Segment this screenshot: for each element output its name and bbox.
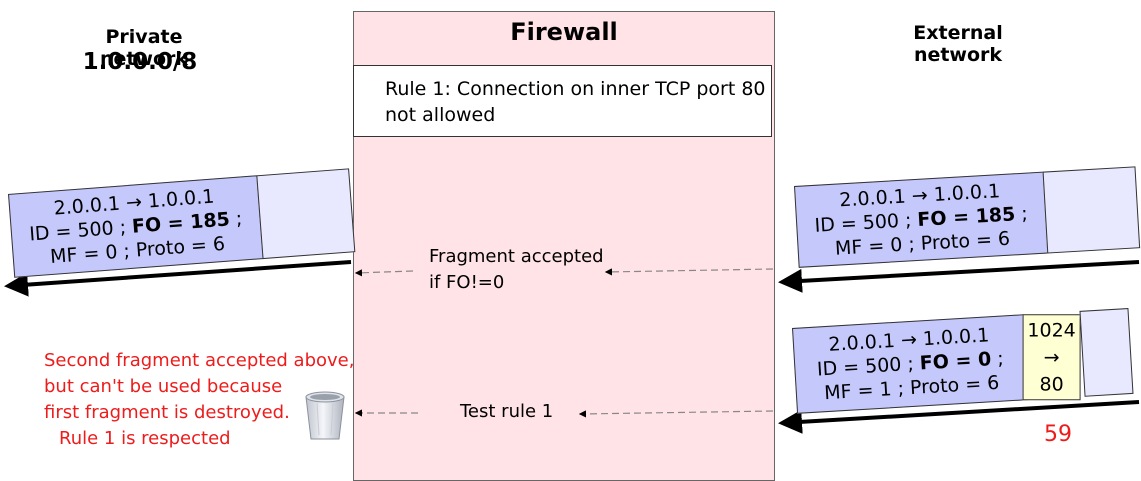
note-line-2: but can't be used because	[44, 376, 283, 397]
port-arrow: →	[1043, 345, 1060, 368]
port-source: 1024	[1027, 318, 1076, 341]
note-line-3: first fragment is destroyed.	[44, 402, 290, 423]
private-network-title: Private network	[99, 26, 189, 70]
private-network-subnet: 1.0.0.0/8	[82, 49, 198, 75]
packet-payload	[1042, 166, 1141, 254]
dashed-arrow-top-left	[354, 269, 414, 277]
rule-line-1: Rule 1: Connection on inner TCP port 80	[385, 78, 766, 100]
trash-can-icon	[305, 391, 345, 440]
explanation-note: Second fragment accepted above, but can'…	[44, 348, 354, 452]
page-number: 59	[1044, 422, 1072, 447]
packet-header: 2.0.0.1 → 1.0.0.1 ID = 500 ; FO = 0 ; MF…	[792, 314, 1029, 414]
test-rule-label: Test rule 1	[460, 401, 554, 422]
port-destination: 80	[1039, 372, 1064, 395]
incoming-arrow-bottom	[778, 400, 1140, 434]
firewall-title: Firewall	[510, 18, 618, 46]
rule-line-2: not allowed	[385, 104, 496, 126]
outgoing-arrow	[4, 260, 352, 297]
packet-payload	[1079, 308, 1134, 397]
packet-payload	[256, 168, 356, 260]
tcp-ports: 1024 → 80	[1022, 314, 1081, 401]
arrows-layer	[4, 260, 1140, 434]
dashed-arrow-bottom-right	[578, 410, 774, 418]
fragment-accepted-label: Fragment accepted if FO!=0	[429, 246, 604, 293]
note-line-4: Rule 1 is respected	[59, 428, 231, 449]
rule-box: Rule 1: Connection on inner TCP port 80 …	[353, 65, 772, 137]
incoming-arrow-top	[778, 260, 1140, 293]
note-line-1: Second fragment accepted above,	[44, 350, 355, 371]
packet-header: 2.0.0.1 → 1.0.0.1 ID = 500 ; FO = 185 ; …	[794, 171, 1049, 268]
external-network-title: External network	[913, 22, 1003, 66]
dashed-arrow-top-right	[604, 268, 774, 276]
